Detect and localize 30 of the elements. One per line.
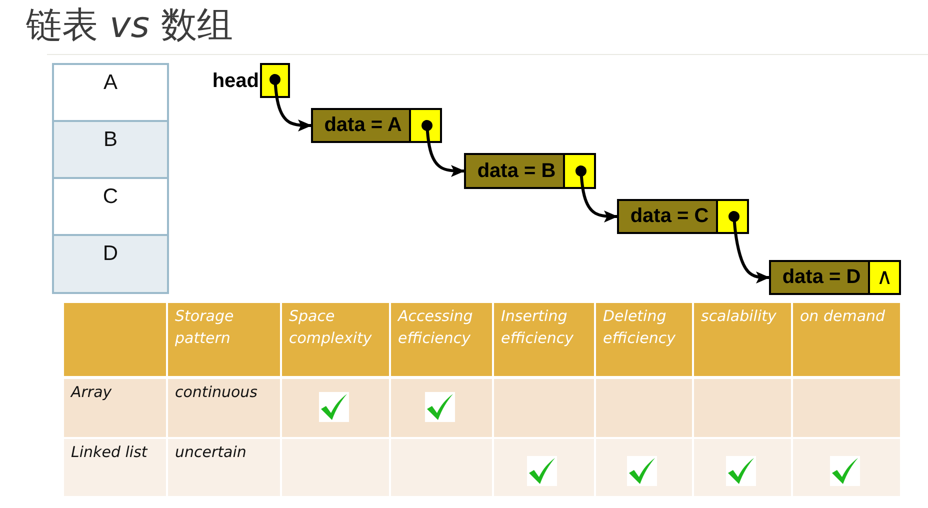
table-cell: Array xyxy=(64,379,166,437)
node-text: data = C xyxy=(629,204,710,229)
pointer-cell: ∧ xyxy=(868,262,899,293)
header-cell: Accessing efficiency xyxy=(391,303,492,376)
header-cell: Space complexity xyxy=(282,303,389,376)
list-node xyxy=(311,108,442,143)
header-cell: on demand xyxy=(793,303,900,376)
pointer-arrow xyxy=(270,74,312,132)
node-text: data = D xyxy=(781,265,862,290)
array-cell: C xyxy=(52,177,169,236)
header-cell: Inserting efficiency xyxy=(494,303,594,376)
list-node xyxy=(617,199,749,234)
header-cell: scalability xyxy=(694,303,791,376)
table-cell: continuous xyxy=(168,379,280,437)
list-node xyxy=(769,260,901,295)
node-text: data = A xyxy=(323,113,403,138)
array-cell: D xyxy=(52,234,169,294)
pointer-arrow xyxy=(422,120,465,177)
pointer-arrow xyxy=(728,211,770,284)
list-node xyxy=(464,153,596,189)
table-cell: Linked list xyxy=(64,439,166,496)
pointer-arrow xyxy=(576,166,618,222)
array-cell: A xyxy=(52,63,169,122)
table-cell: uncertain xyxy=(168,439,280,496)
header-cell: Storage pattern xyxy=(168,303,280,376)
node-text: data = B xyxy=(476,158,557,184)
array-cell: B xyxy=(52,120,169,179)
header-cell: Deleting efficiency xyxy=(596,303,692,376)
pointer-label: head xyxy=(212,69,259,93)
title: 链表 vs 数组 xyxy=(26,4,233,48)
